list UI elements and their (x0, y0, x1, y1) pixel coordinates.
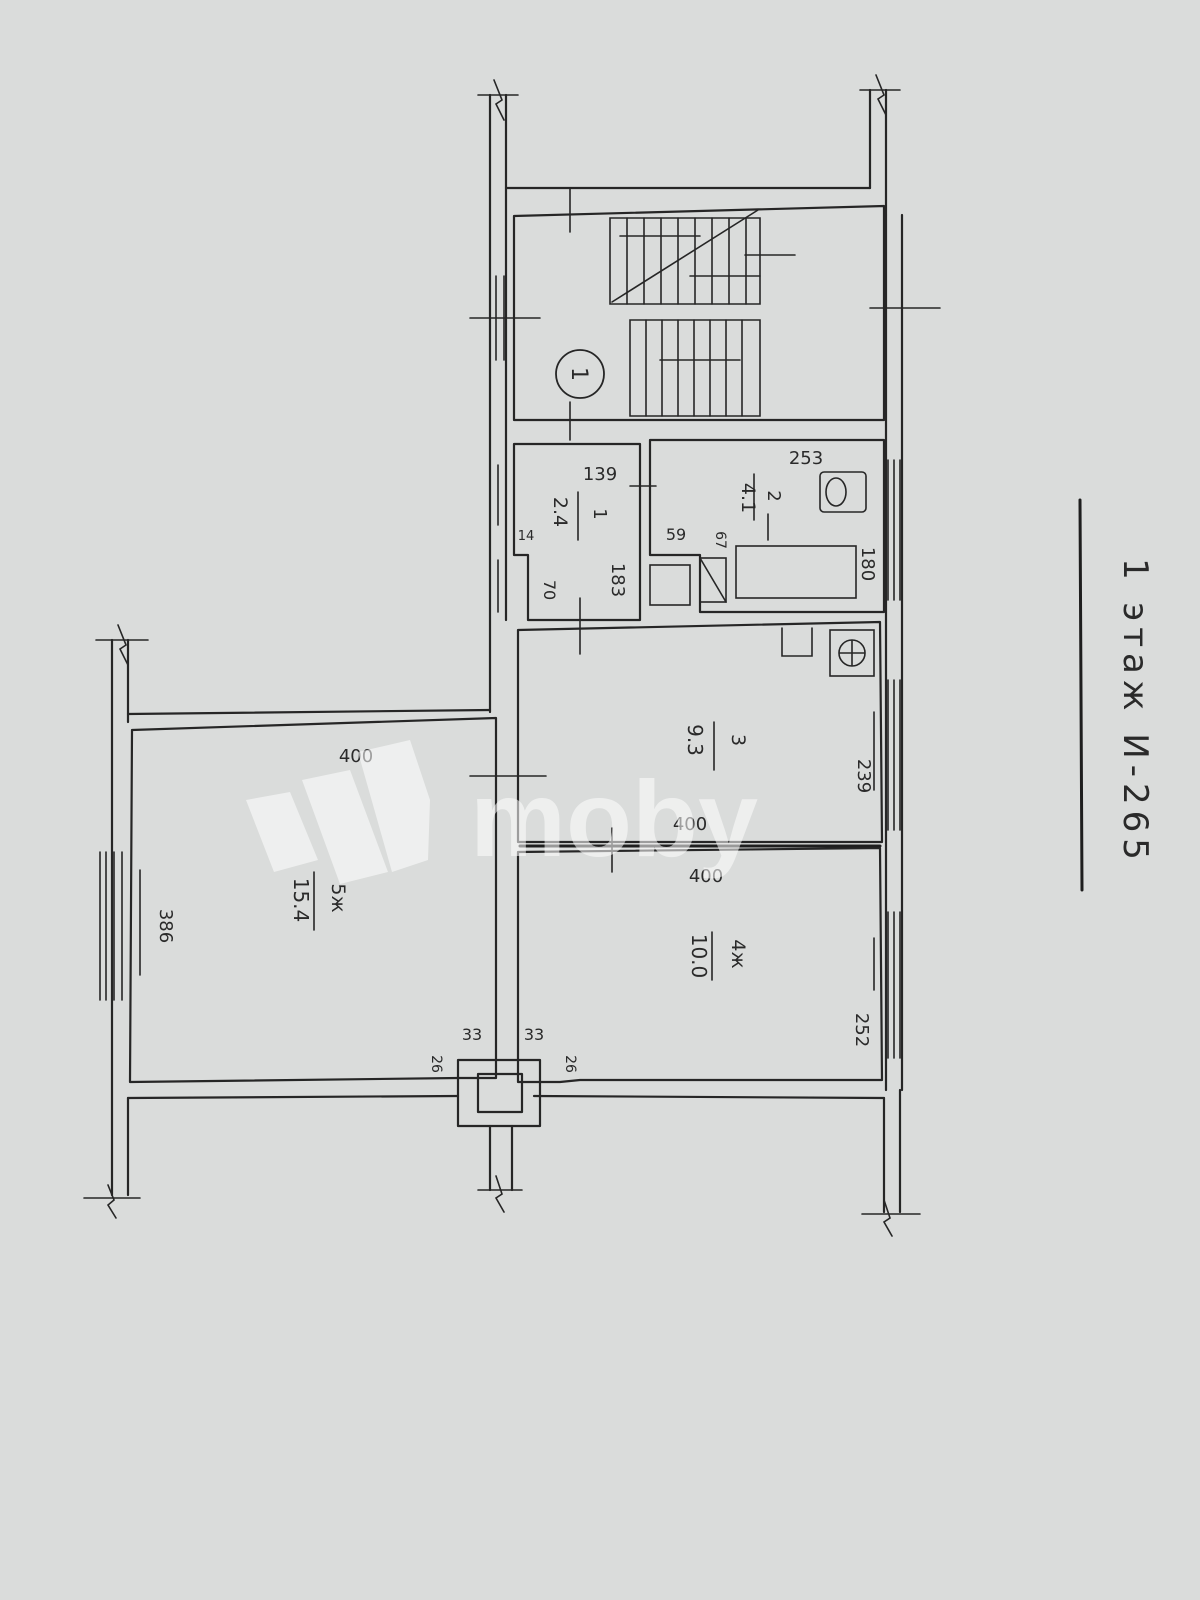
watermark-text: moby (470, 758, 758, 879)
room-2-area: 4.1 (737, 483, 759, 513)
room-4-length: 252 (851, 1013, 872, 1047)
windows (99, 275, 901, 1059)
walls (110, 88, 904, 1214)
room-4-dim-a: 33 (524, 1025, 544, 1044)
room-3-width: 400 (673, 814, 707, 835)
room-3: 3 9.3 239 400 (673, 724, 874, 835)
room-2-dim-b: 67 (712, 531, 728, 549)
room-5-area: 15.4 (289, 878, 313, 923)
fixtures (649, 471, 875, 677)
room-2-width: 253 (789, 448, 823, 469)
room-4-number: 4ж (727, 939, 749, 968)
kitchen-sink-icon (781, 627, 813, 657)
toilet-icon (819, 471, 867, 513)
moby-logo-icon (246, 740, 430, 884)
room-1-number: 1 (589, 508, 610, 519)
room-4: 400 4ж 10.0 252 33 26 (524, 866, 872, 1073)
room-1-width: 139 (583, 464, 617, 485)
sink-icon (649, 564, 691, 606)
room-3-number: 3 (727, 734, 749, 746)
room-1-dim-door: 70 (540, 580, 559, 600)
room-1: 139 1 2.4 183 14 70 (518, 464, 628, 600)
stair-marker-label: 1 (566, 367, 591, 381)
room-4-width: 400 (689, 866, 723, 887)
room-3-area: 9.3 (683, 724, 707, 756)
room-1-length: 183 (607, 563, 628, 597)
staircase (469, 187, 941, 441)
room-4-area: 10.0 (687, 934, 711, 979)
stove-icon (829, 629, 875, 677)
wall-break-marks (83, 74, 921, 1237)
stair-marker: 1 (555, 349, 605, 399)
sheet-title-block: 1 этаж И-265 (1078, 498, 1155, 892)
bathtub-icon (735, 545, 857, 599)
door-marks (139, 485, 875, 991)
room-5-dim-a: 33 (462, 1025, 482, 1044)
room-1-area: 2.4 (549, 497, 571, 527)
room-4-dim-b: 26 (562, 1055, 578, 1073)
area-fraction-bars (313, 473, 755, 981)
room-2-dim-a: 59 (666, 525, 686, 544)
room-5-number: 5ж (327, 883, 349, 912)
room-1-dim-small: 14 (518, 529, 535, 544)
room-2-number: 2 (763, 490, 784, 501)
room-2-length: 180 (857, 547, 878, 581)
room-5-dim-b: 26 (428, 1055, 444, 1073)
room-5-length: 386 (155, 909, 176, 943)
room-3-length: 239 (853, 759, 874, 793)
sheet-title: 1 этаж И-265 (1115, 558, 1155, 866)
